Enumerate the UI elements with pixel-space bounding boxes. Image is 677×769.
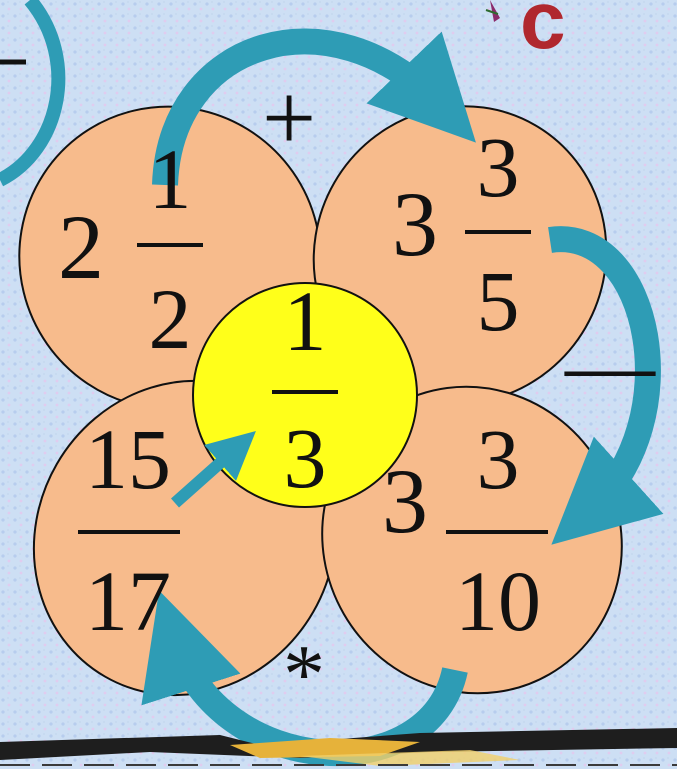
denominator: 5: [477, 253, 520, 349]
numerator: 3: [477, 119, 520, 215]
numerator: 1: [284, 273, 327, 369]
plus-operator: +: [262, 64, 316, 171]
times-operator: *: [283, 628, 325, 721]
denominator: 17: [85, 553, 171, 649]
whole-number: 2: [58, 196, 104, 298]
denominator: 10: [455, 553, 541, 649]
minus-operator: —: [564, 316, 656, 415]
corner-letter: c: [520, 0, 566, 66]
whole-number: 3: [382, 450, 428, 552]
denominator: 2: [149, 271, 192, 367]
numerator: 1: [149, 131, 192, 227]
numerator: 3: [477, 411, 520, 507]
fraction-bottom-left: 15 17: [78, 411, 180, 649]
whole-number: 3: [392, 173, 438, 275]
numerator: 15: [85, 411, 171, 507]
denominator: 3: [284, 410, 327, 506]
